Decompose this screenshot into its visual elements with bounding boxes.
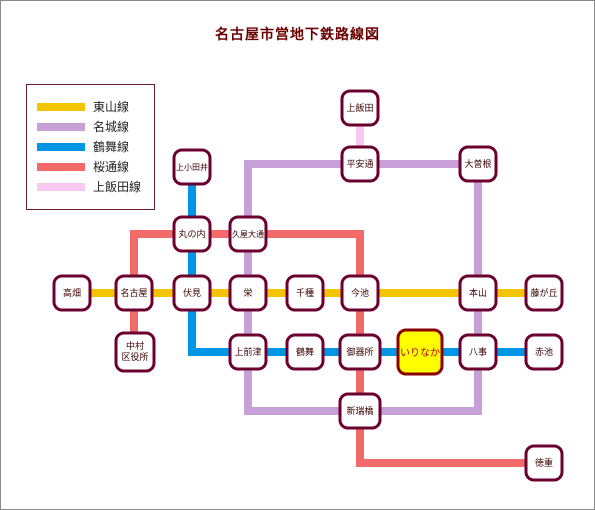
station-fujigaoka[interactable]: 藤が丘 [524,274,564,312]
station-tsurumai[interactable]: 鶴舞 [285,333,325,371]
station-label: 上飯田 [346,102,373,114]
station-motoyama[interactable]: 本山 [458,274,498,312]
station-kamiiida[interactable]: 上飯田 [340,89,380,127]
station-nakamura-kuyakusho[interactable]: 中村 区役所 [114,331,156,373]
station-label: 栄 [243,287,252,299]
station-fushimi[interactable]: 伏見 [172,274,212,312]
station-kamimaezu[interactable]: 上前津 [228,333,268,371]
station-label: 丸の内 [178,228,205,240]
station-heian-dori[interactable]: 平安通 [340,145,380,183]
legend-item-sakura-dori: 桜通線 [27,157,154,177]
station-nagoya[interactable]: 名古屋 [114,274,154,312]
station-gokiso[interactable]: 御器所 [338,333,382,371]
station-label: 久屋大通 [232,229,264,239]
line-sakura-dori [130,230,544,467]
station-yagoto[interactable]: 八事 [458,333,498,371]
legend-label: 鶴舞線 [93,140,130,154]
legend-swatch [37,103,85,111]
station-tokushige[interactable]: 徳重 [524,444,564,482]
station-label: 上小田井 [176,162,208,172]
legend-item-kamiiida: 上飯田線 [27,177,154,197]
legend-swatch [37,183,85,191]
legend-label: 東山線 [93,100,130,114]
legend-swatch [37,163,85,171]
station-label-line1: 中村 [126,340,144,352]
station-sakae[interactable]: 栄 [228,274,268,312]
station-chikusa[interactable]: 千種 [285,274,325,312]
station-kamiotai[interactable]: 上小田井 [172,148,212,186]
station-label: 御器所 [346,346,373,358]
station-label: 徳重 [535,457,553,469]
legend-item-tsurumai: 鶴舞線 [27,137,154,157]
legend-label: 桜通線 [93,160,130,174]
station-label: 今池 [351,287,369,299]
legend-item-higashiyama: 東山線 [27,97,154,117]
station-label: 伏見 [183,287,201,299]
station-aratama-bashi[interactable]: 新瑞橋 [338,392,382,430]
station-akaike[interactable]: 赤池 [524,333,564,371]
station-label: 本山 [469,287,487,299]
legend-item-meijo: 名城線 [27,117,154,137]
station-takabata[interactable]: 高畑 [52,274,92,312]
station-label: 名古屋 [120,287,147,299]
station-label: 千種 [296,288,314,299]
station-marunouchi[interactable]: 丸の内 [172,215,212,253]
station-label: 八事 [469,346,487,358]
legend-label: 上飯田線 [93,180,142,194]
legend-swatch [37,143,85,151]
station-label: 藤が丘 [530,287,557,299]
station-label: 上前津 [234,346,261,358]
station-label: 平安通 [346,158,373,170]
diagram-title: 名古屋市営地下鉄路線図 [215,27,380,43]
legend-box: 東山線 名城線 鶴舞線 桜通線 上飯田線 [26,84,155,210]
station-hisaya-odori[interactable]: 久屋大通 [228,215,268,253]
station-label: 大曽根 [464,158,491,170]
station-label: 赤池 [535,346,553,358]
station-label: 高畑 [63,287,81,299]
station-ozone[interactable]: 大曽根 [458,145,498,183]
station-imaike[interactable]: 今池 [340,274,380,312]
station-label: 新瑞橋 [346,405,373,417]
station-label: 鶴舞 [296,346,314,358]
station-label: いりなか [400,347,440,359]
legend-swatch [37,123,85,131]
station-irinaka[interactable]: いりなか [396,328,444,376]
station-label-line2: 区役所 [121,351,148,363]
legend-label: 名城線 [93,120,130,134]
